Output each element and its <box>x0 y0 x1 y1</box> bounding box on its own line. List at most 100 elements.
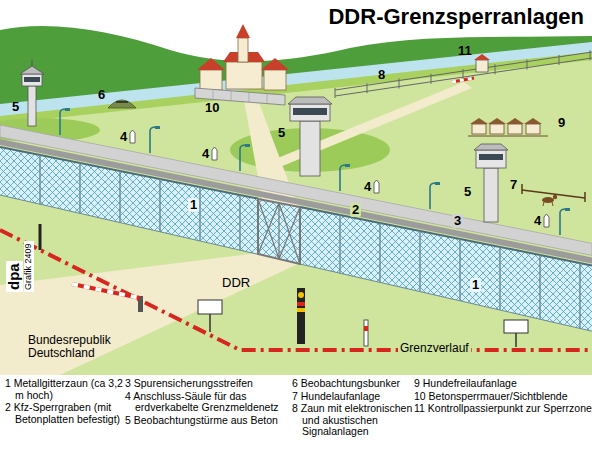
watchtower-center-part <box>300 121 320 176</box>
border-objects-part <box>364 320 368 346</box>
border-objects-part <box>297 308 305 312</box>
dog-run-part <box>543 202 553 206</box>
bunker-part <box>116 101 128 103</box>
lamp-posts-part <box>430 183 436 209</box>
border-objects-part <box>515 333 517 347</box>
watchtower-left-part <box>22 74 42 86</box>
callout-number: 1 <box>188 198 199 212</box>
callout-number: 7 <box>508 178 519 192</box>
metal-fence-part <box>300 207 592 331</box>
metal-fence-part <box>40 155 580 328</box>
lamp-heads-part <box>245 144 250 147</box>
border-objects-part <box>297 288 305 344</box>
watchtower-right-part <box>474 144 508 150</box>
legend-entry: 5 Beobachtungstürme aus Beton <box>125 415 299 427</box>
lamp-heads-part <box>345 164 350 167</box>
checkpoint <box>452 54 490 82</box>
dog-kennels-part <box>468 136 548 137</box>
village-part <box>236 24 250 38</box>
callout-number: 3 <box>452 214 463 228</box>
dog-kennels-part <box>506 118 524 124</box>
border-objects-part <box>298 292 304 298</box>
watchtower-left-part <box>32 60 33 66</box>
callout-number: 4 <box>362 180 373 194</box>
connection-posts-part <box>130 130 135 143</box>
lamp-heads-part <box>565 208 570 211</box>
lamp-posts-part <box>60 109 66 135</box>
concrete-wall-part <box>213 89 267 103</box>
connection-posts-part <box>544 214 549 227</box>
border-objects-part <box>297 302 305 306</box>
watchtower-left-part <box>24 77 40 82</box>
border-objects-part <box>209 314 211 332</box>
border-objects-part <box>72 284 140 298</box>
lamp-heads-part <box>435 182 440 185</box>
fence-gate <box>258 199 300 264</box>
village-part <box>226 62 262 89</box>
landscape <box>0 26 592 375</box>
dog-run-part <box>522 184 585 202</box>
lamp-heads-part <box>155 126 160 129</box>
dog-kennels-part <box>524 118 542 124</box>
border-objects-part <box>72 284 140 298</box>
watchtower-left-part <box>20 66 44 74</box>
lamp-posts-part <box>560 209 566 235</box>
border-objects-part <box>504 320 528 333</box>
fence-gate-part <box>258 199 300 264</box>
dog-run-part <box>553 195 557 199</box>
connection-posts-part <box>212 147 217 160</box>
village-part <box>197 58 225 70</box>
lamp-posts-part <box>150 127 156 153</box>
lamp-heads-part <box>65 108 70 111</box>
dog-kennels <box>468 118 548 136</box>
vehicle-ditch-part <box>0 139 592 263</box>
watchtower-center-part <box>293 108 327 115</box>
watchtower-right-part <box>484 168 498 222</box>
fence-gate-part <box>258 199 300 264</box>
callout-number: 1 <box>470 278 481 292</box>
legend-entry: 4 Anschluss-Säule für das erdverkabelte … <box>125 391 299 414</box>
village-part <box>261 58 289 70</box>
dog-kennels-part <box>488 118 506 124</box>
lamp-posts-part <box>340 165 346 191</box>
callout-number: 8 <box>376 68 387 82</box>
callout-number: 5 <box>462 185 473 199</box>
legend-entry: 6 Beobachtungsbunker <box>292 378 422 390</box>
metal-fence-part <box>0 195 592 331</box>
callout-number: 9 <box>556 116 567 130</box>
watchtower-center-part <box>290 104 330 121</box>
roads-part <box>0 253 300 375</box>
village-part <box>200 70 222 90</box>
callout-number: 2 <box>350 203 361 217</box>
border-objects-part <box>364 326 368 331</box>
border-line-part <box>0 230 592 350</box>
metal-fence-part <box>0 147 592 265</box>
callout-number: 5 <box>276 126 287 140</box>
callout-number: 6 <box>96 88 107 102</box>
metal-fence-part <box>0 147 258 254</box>
region-label: DDR <box>222 276 250 290</box>
dog-kennels-part <box>472 124 486 134</box>
legend-entry: 2 Kfz-Sperrgraben (mit Betonplatten befe… <box>5 402 131 425</box>
legend-entry: 10 Betonsperrmauer/Sichtblende <box>414 391 592 403</box>
border-line <box>0 230 592 350</box>
watchtower-left <box>20 60 44 126</box>
callout-number: 4 <box>118 130 129 144</box>
legend-entry: 8 Zaun mit elektronischen und akustische… <box>292 403 422 438</box>
legend-entry: 9 Hundefreilaufanlage <box>414 378 592 390</box>
border-objects-part <box>39 224 42 250</box>
border-label: Grenzverlauf <box>398 342 471 355</box>
legend-entry: 1 Metallgitterzaun (ca 3,2 m hoch) <box>5 378 131 401</box>
dog-kennels-part <box>526 124 540 134</box>
watchtower-center <box>288 97 332 176</box>
region-label: Bundesrepublik Deutschland <box>28 334 128 360</box>
village-part <box>238 38 248 62</box>
checkpoint-part <box>452 78 474 82</box>
credit-label: dpa <box>6 261 23 292</box>
callout-number: 4 <box>532 214 543 228</box>
diagram-title: DDR-Grenzsperranlagen <box>328 5 584 29</box>
checkpoint-part <box>476 60 488 72</box>
dog-kennels-part <box>490 124 504 134</box>
bunker-part <box>108 100 136 108</box>
